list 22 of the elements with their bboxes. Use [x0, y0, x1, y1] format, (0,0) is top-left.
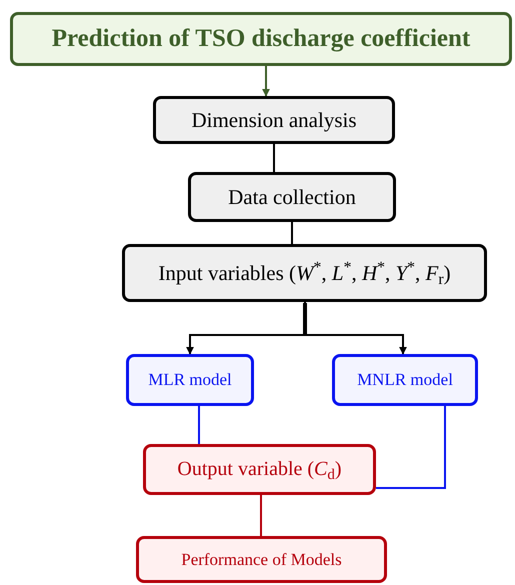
box-label: Dimension analysis [191, 106, 357, 134]
connector [198, 406, 200, 444]
connector [376, 406, 446, 489]
process-box [153, 96, 395, 144]
box-label: Output variable (C$_{d}$) [177, 457, 342, 482]
connector [262, 66, 270, 97]
connector [273, 144, 275, 172]
process-box [136, 536, 387, 583]
process-box [143, 444, 376, 495]
box-label: MNLR model [357, 369, 453, 391]
connector [260, 495, 262, 536]
box-label: Prediction of TSO discharge coefficient [52, 24, 470, 54]
process-box [126, 354, 254, 406]
process-box [122, 244, 487, 302]
process-box [10, 12, 512, 66]
process-box [188, 172, 396, 222]
process-box [332, 354, 478, 406]
box-label: Performance of Models [181, 548, 342, 570]
box-label: Data collection [228, 184, 356, 210]
box-label: Input variables (W$^{*}$, L$^{*}$, H$^{*}$, Y$^{*}$, F$_{r}$) [158, 260, 451, 286]
box-label: MLR model [148, 369, 232, 391]
connector [291, 222, 293, 244]
